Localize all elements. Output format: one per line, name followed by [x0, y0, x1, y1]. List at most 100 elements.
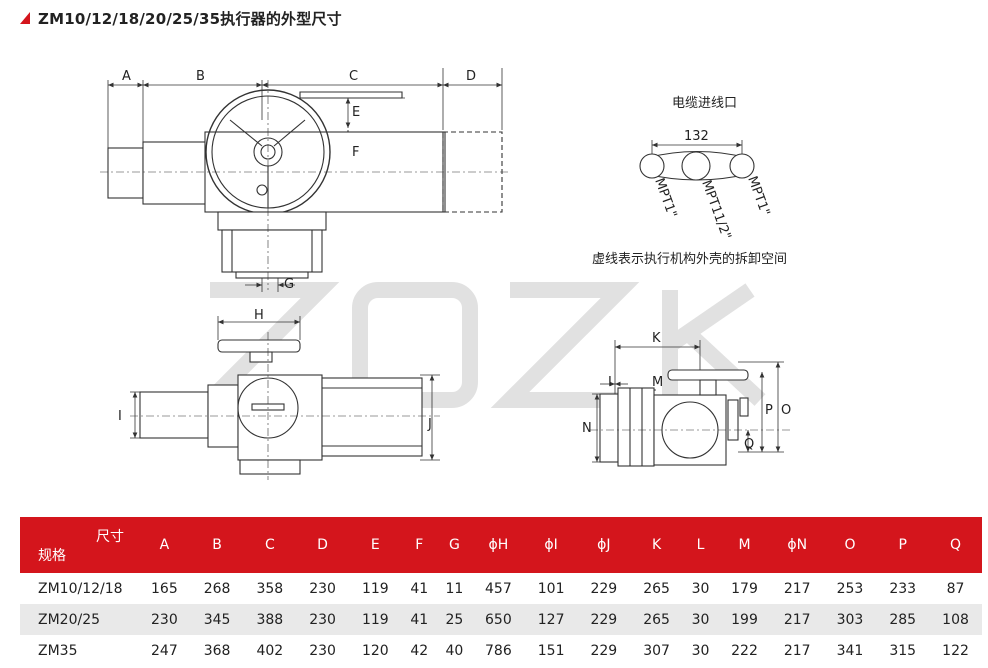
value-cell: 42 [410, 642, 429, 659]
cable-port-label-1: MPT1" [651, 176, 679, 220]
value-cell: 30 [691, 580, 710, 597]
table-column-header: M [738, 537, 751, 553]
value-cell: 151 [537, 642, 565, 659]
value-cell: 179 [731, 580, 758, 597]
table-column-header: ϕN [787, 537, 808, 553]
table-column-header: ϕI [544, 537, 558, 553]
value-cell: 87 [946, 580, 965, 597]
value-cell: 285 [889, 611, 917, 628]
value-cell: 25 [445, 611, 464, 628]
value-cell: 358 [256, 580, 284, 597]
model-cell: ZM20/25 [38, 611, 101, 628]
value-cell: 229 [590, 580, 618, 597]
value-cell: 119 [361, 611, 389, 628]
page-title: ZM10/12/18/20/25/35执行器的外型尺寸 [38, 9, 342, 28]
value-cell: 230 [309, 580, 336, 597]
value-cell: 30 [691, 642, 710, 659]
page-header: ZM10/12/18/20/25/35执行器的外型尺寸 [20, 6, 342, 30]
front-view: A B C D E F G [100, 68, 510, 292]
value-cell: 230 [151, 611, 178, 628]
dim-label-i-side: I [608, 375, 612, 390]
value-cell: 229 [590, 642, 618, 659]
table-column-header: Q [950, 537, 962, 553]
value-cell: 265 [643, 611, 670, 628]
dim-label-a: A [122, 69, 131, 84]
table-column-header: ϕJ [597, 537, 611, 553]
dim-label-f: F [352, 145, 359, 160]
table-column-header: E [370, 537, 380, 553]
value-cell: 217 [783, 642, 811, 659]
value-cell: 217 [783, 580, 811, 597]
dim-label-g: G [284, 277, 294, 292]
model-cell: ZM35 [38, 642, 78, 659]
value-cell: 119 [361, 580, 389, 597]
cable-port-label-3: MPT1" [744, 174, 772, 218]
value-cell: 253 [836, 580, 864, 597]
side-view: K I M N Q P O [582, 331, 791, 467]
dim-label-k: K [652, 331, 661, 346]
table-column-header: K [651, 537, 662, 553]
value-cell: 303 [836, 611, 864, 628]
table-column-header: B [212, 537, 222, 553]
value-cell: 341 [836, 642, 864, 659]
value-cell: 307 [643, 642, 670, 659]
dim-label-h: H [254, 308, 264, 323]
value-cell: 30 [691, 611, 710, 628]
corner-label-size: 尺寸 [96, 529, 124, 545]
top-view: H I J [118, 308, 440, 480]
value-cell: 230 [309, 611, 336, 628]
value-cell: 217 [783, 611, 811, 628]
technical-drawing: A B C D E F G [0, 40, 988, 510]
value-cell: 222 [731, 642, 758, 659]
value-cell: 229 [590, 611, 618, 628]
table-column-header: D [317, 537, 328, 553]
table-column-header: ϕH [488, 537, 509, 553]
table-column-header: A [159, 537, 170, 553]
value-cell: 315 [889, 642, 917, 659]
value-cell: 247 [151, 642, 178, 659]
table-corner-cell: 尺寸 规格 [20, 517, 138, 573]
value-cell: 41 [410, 611, 429, 628]
table-column-header: C [264, 537, 275, 553]
value-cell: 165 [151, 580, 178, 597]
model-cell: ZM10/12/18 [38, 580, 123, 597]
dim-label-e: E [352, 105, 360, 120]
value-cell: 388 [256, 611, 284, 628]
value-cell: 402 [256, 642, 284, 659]
cable-spacing-label: 132 [684, 129, 709, 144]
value-cell: 40 [445, 642, 464, 659]
dim-label-q: Q [744, 437, 754, 452]
value-cell: 786 [485, 642, 512, 659]
value-cell: 122 [942, 642, 969, 659]
value-cell: 108 [942, 611, 969, 628]
drawing-canvas: A B C D E F G [100, 68, 791, 480]
table-column-header: G [449, 537, 460, 553]
dim-label-i-top: I [118, 409, 122, 424]
table-column-header: P [898, 537, 907, 553]
dim-label-m: M [652, 375, 663, 390]
value-cell: 368 [203, 642, 231, 659]
cable-port-label-2: MPT11/2" [698, 178, 733, 242]
value-cell: 650 [485, 611, 512, 628]
dim-label-p: P [765, 403, 773, 418]
dim-label-o: O [781, 403, 791, 418]
table-column-header: F [415, 537, 424, 553]
red-triangle-icon [20, 12, 30, 24]
value-cell: 11 [445, 580, 464, 597]
cable-entry-title: 电缆进线口 [672, 96, 738, 111]
table-column-header: O [844, 537, 856, 553]
cable-entry-detail: 132 MPT1" MPT11/2" MPT1" [639, 129, 772, 242]
value-cell: 101 [537, 580, 565, 597]
value-cell: 265 [643, 580, 670, 597]
dim-label-d: D [466, 69, 476, 84]
dashed-line-note: 虚线表示执行机构外壳的拆卸空间 [592, 252, 788, 267]
value-cell: 457 [485, 580, 512, 597]
dim-label-c: C [349, 69, 358, 84]
table-column-header: L [696, 537, 705, 553]
